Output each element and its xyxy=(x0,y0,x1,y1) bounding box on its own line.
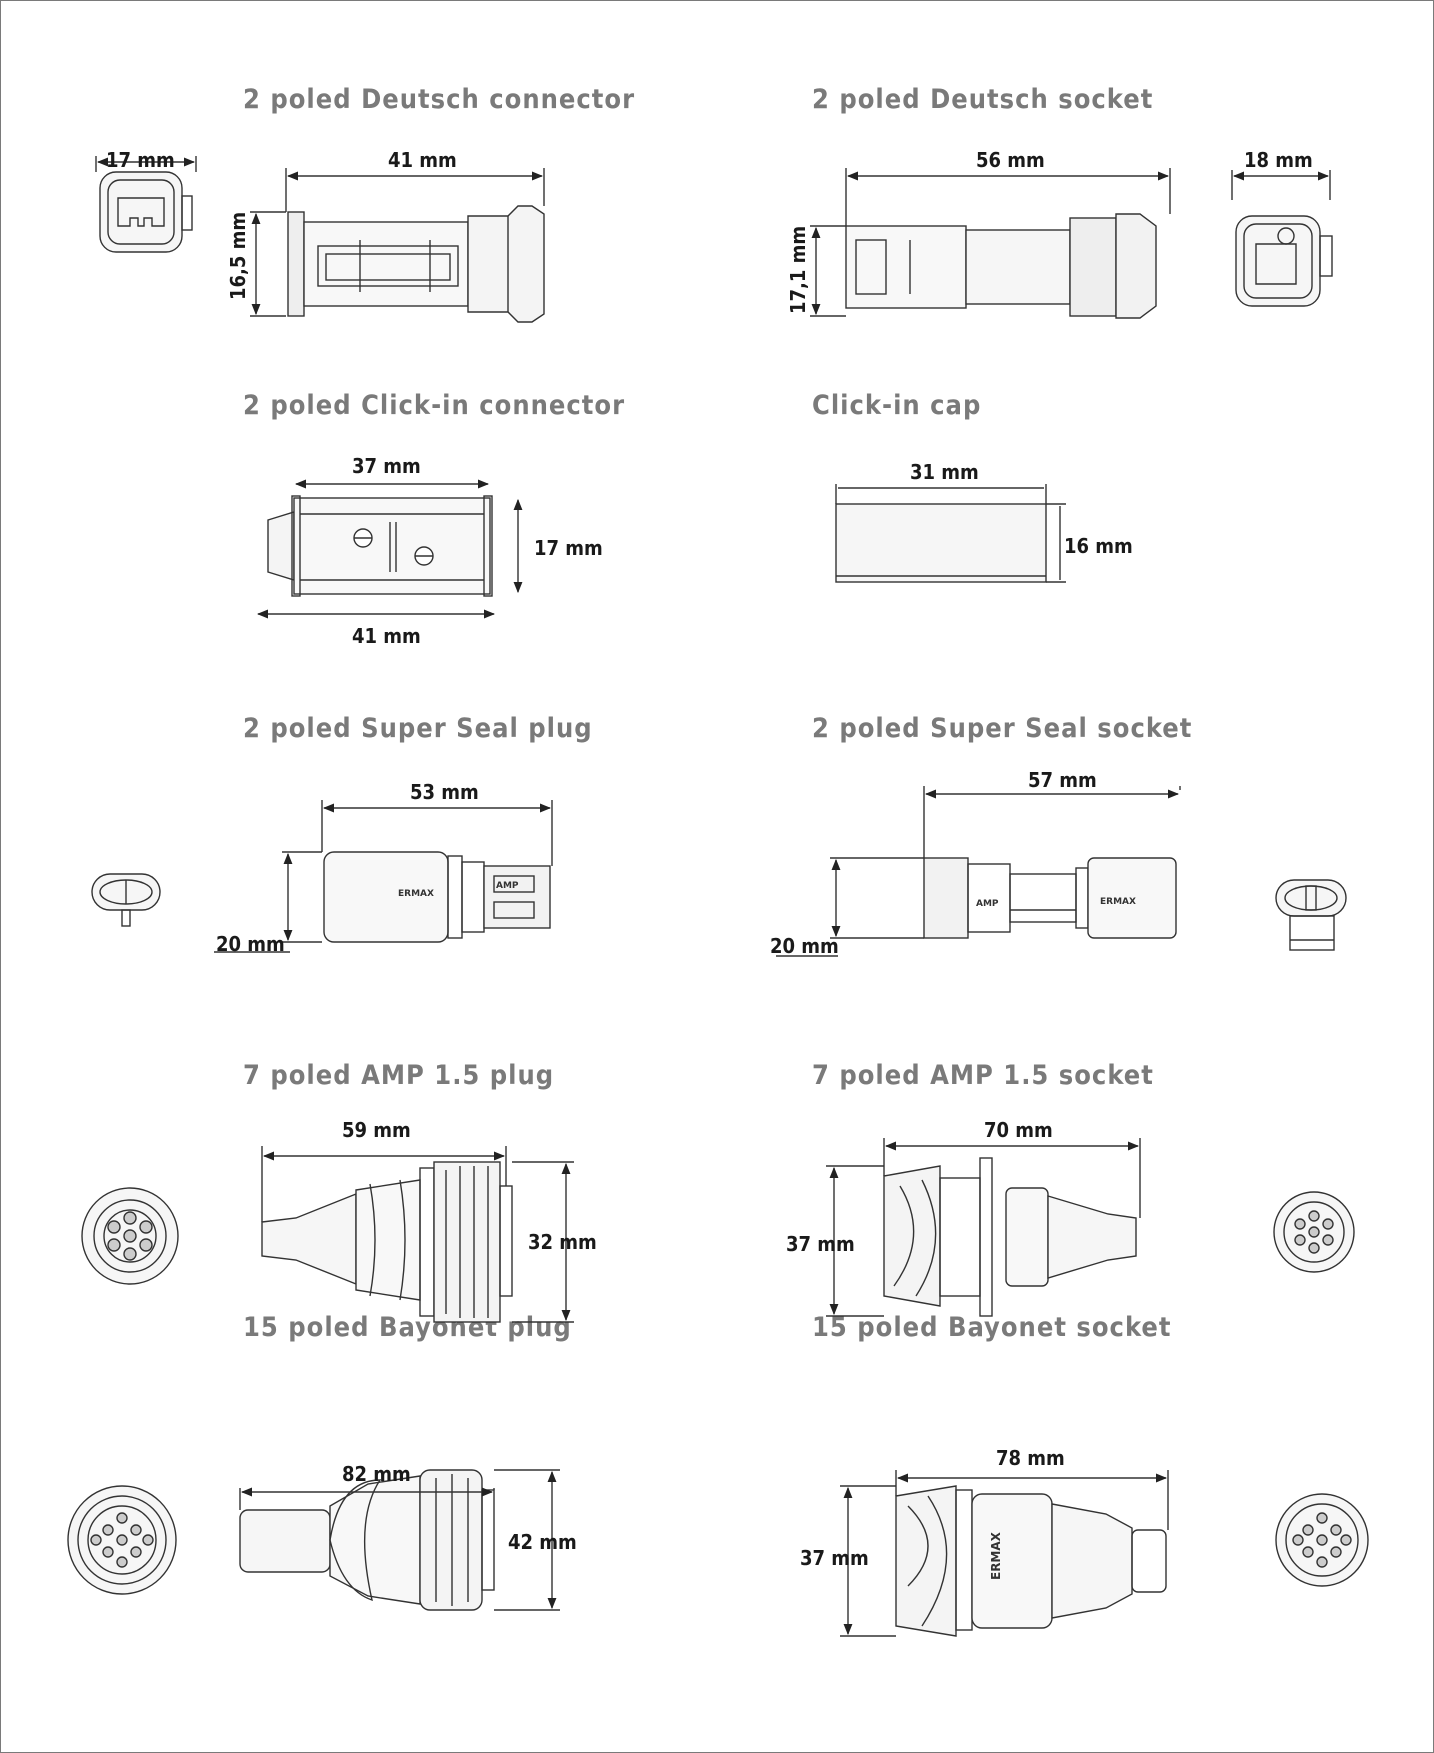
amp-plug-end-view xyxy=(81,1187,179,1285)
title-bayonet-plug: 15 poled Bayonet plug xyxy=(243,1312,572,1343)
superseal-socket-amp-logo: AMP xyxy=(976,899,999,909)
amp-socket-side-view xyxy=(883,1157,1137,1317)
bayonet-plug-side-view xyxy=(239,1469,495,1611)
deutsch-socket-side-view xyxy=(845,213,1157,319)
title-bayonet-socket: 15 poled Bayonet socket xyxy=(812,1312,1172,1343)
dim-amp-plug-height: 32 mm xyxy=(528,1230,597,1254)
dim-superseal-plug-length: 53 mm xyxy=(410,780,479,804)
dim-clickin-connector-bottom: 41 mm xyxy=(352,624,421,648)
title-superseal-socket: 2 poled Super Seal socket xyxy=(812,713,1193,744)
bayonet-socket-end-view xyxy=(1275,1493,1369,1587)
title-clickin-connector: 2 poled Click-in connector xyxy=(243,390,626,421)
dim-clickin-connector-height: 17 mm xyxy=(534,536,603,560)
dim-deutsch-socket-height: 17,1 mm xyxy=(786,225,810,314)
title-clickin-cap: Click-in cap xyxy=(812,390,982,421)
clickin-connector-drawing xyxy=(267,495,493,597)
bayonet-socket-logo: ERMAX xyxy=(989,1531,1003,1580)
bayonet-socket-side-view xyxy=(895,1485,1167,1637)
title-deutsch-socket: 2 poled Deutsch socket xyxy=(812,84,1154,115)
dim-amp-plug-length: 59 mm xyxy=(342,1118,411,1142)
dim-amp-socket-height: 37 mm xyxy=(786,1232,855,1256)
dim-superseal-socket-length: 57 mm xyxy=(1028,768,1097,792)
amp-socket-end-view xyxy=(1273,1191,1355,1273)
superseal-plug-side-view xyxy=(323,851,551,943)
deutsch-socket-end-view xyxy=(1235,215,1333,307)
dim-deutsch-connector-width: 17 mm xyxy=(106,148,175,172)
dim-superseal-socket-height: 20 mm xyxy=(770,934,839,958)
dim-bayonet-socket-height: 37 mm xyxy=(800,1546,869,1570)
title-amp-socket: 7 poled AMP 1.5 socket xyxy=(812,1060,1154,1091)
title-deutsch-connector: 2 poled Deutsch connector xyxy=(243,84,636,115)
dim-superseal-plug-height: 20 mm xyxy=(216,932,285,956)
dim-clickin-cap-length: 31 mm xyxy=(910,460,979,484)
title-amp-plug: 7 poled AMP 1.5 plug xyxy=(243,1060,555,1091)
clickin-cap-drawing xyxy=(835,503,1047,583)
superseal-plug-end-view xyxy=(91,873,161,927)
dim-bayonet-plug-height: 42 mm xyxy=(508,1530,577,1554)
superseal-socket-end-view xyxy=(1275,879,1347,951)
superseal-plug-amp-logo: AMP xyxy=(496,881,519,891)
superseal-plug-logo: ERMAX xyxy=(398,889,434,899)
bayonet-plug-end-view xyxy=(67,1485,177,1595)
amp-plug-side-view xyxy=(261,1161,513,1323)
dim-bayonet-socket-length: 78 mm xyxy=(996,1446,1065,1470)
dim-amp-socket-length: 70 mm xyxy=(984,1118,1053,1142)
title-superseal-plug: 2 poled Super Seal plug xyxy=(243,713,593,744)
dim-clickin-connector-top: 37 mm xyxy=(352,454,421,478)
deutsch-connector-end-view xyxy=(99,171,193,253)
superseal-socket-side-view xyxy=(923,857,1177,939)
dim-deutsch-socket-length: 56 mm xyxy=(976,148,1045,172)
superseal-socket-logo: ERMAX xyxy=(1100,897,1136,907)
dim-bayonet-plug-length: 82 mm xyxy=(342,1462,411,1486)
dim-deutsch-socket-width: 18 mm xyxy=(1244,148,1313,172)
dim-deutsch-connector-height: 16,5 mm xyxy=(226,211,250,300)
dim-clickin-cap-height: 16 mm xyxy=(1064,534,1133,558)
dim-deutsch-connector-length: 41 mm xyxy=(388,148,457,172)
deutsch-connector-side-view xyxy=(287,205,545,323)
